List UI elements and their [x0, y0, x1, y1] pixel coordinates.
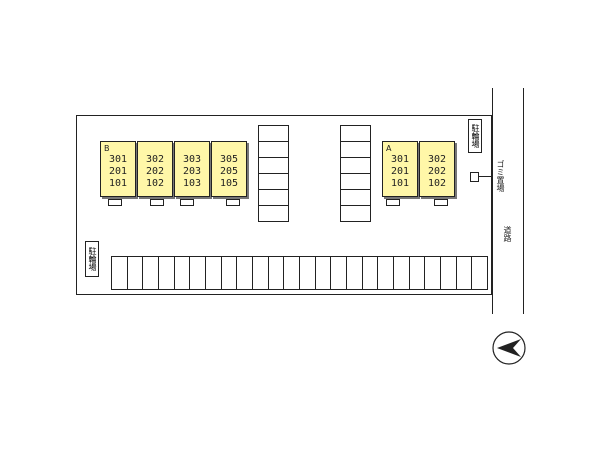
parking-space [455, 256, 473, 290]
parking-space [330, 256, 347, 290]
bike-parking-left: 駐輪場 [85, 241, 99, 277]
parking-space [340, 157, 371, 174]
parking-space [258, 141, 289, 158]
parking-space [236, 256, 253, 290]
entrance-porch [180, 199, 194, 206]
parking-space [205, 256, 222, 290]
garbage-label: ゴミ置場 [496, 160, 505, 192]
room-number: 101 [390, 178, 410, 189]
parking-space [314, 256, 332, 290]
parking-space [408, 256, 426, 290]
unit-numbers: 301 201 101 [383, 154, 417, 190]
room-number: 201 [108, 166, 128, 177]
garbage-connector [479, 176, 492, 177]
parking-space [377, 256, 394, 290]
room-number: 105 [219, 178, 239, 189]
parking-space [173, 256, 191, 290]
parking-column-2 [340, 125, 371, 222]
room-number: 103 [182, 178, 202, 189]
room-number: 201 [390, 166, 410, 177]
room-number: 305 [219, 154, 239, 165]
room-number: 203 [182, 166, 202, 177]
road-label: 道路 [503, 226, 512, 242]
unit-numbers: 301 201 101 [101, 154, 135, 190]
north-compass-icon [492, 331, 526, 365]
room-number: 303 [182, 154, 202, 165]
parking-space [189, 256, 206, 290]
room-number: 101 [108, 178, 128, 189]
parking-space [252, 256, 269, 290]
parking-space [299, 256, 316, 290]
building-b: B 301 201 101 302 202 102 303 203 103 30… [100, 141, 250, 211]
parking-space [440, 256, 457, 290]
parking-space [142, 256, 159, 290]
parking-space [283, 256, 300, 290]
unit-b-3[interactable]: 303 203 103 [174, 141, 210, 197]
parking-space [424, 256, 441, 290]
parking-space [126, 256, 144, 290]
entrance-porch [434, 199, 448, 206]
entrance-porch [386, 199, 400, 206]
parking-space [111, 256, 128, 290]
room-number: 102 [427, 178, 447, 189]
room-number: 301 [390, 154, 410, 165]
parking-space [267, 256, 285, 290]
building-b-letter: B [104, 144, 110, 153]
parking-space [340, 173, 371, 190]
road-edge-left [492, 88, 493, 314]
parking-space [346, 256, 363, 290]
parking-space [258, 157, 289, 174]
parking-space [258, 125, 289, 142]
parking-space [340, 189, 371, 206]
unit-numbers: 305 205 105 [212, 154, 246, 190]
parking-space [340, 125, 371, 142]
room-number: 202 [145, 166, 165, 177]
parking-space [158, 256, 175, 290]
garbage-box [470, 172, 479, 182]
parking-space [340, 205, 371, 222]
unit-numbers: 302 202 102 [420, 154, 454, 190]
parking-space [220, 256, 238, 290]
unit-numbers: 303 203 103 [175, 154, 209, 190]
parking-space [258, 205, 289, 222]
parking-space [258, 173, 289, 190]
room-number: 301 [108, 154, 128, 165]
unit-b-1[interactable]: B 301 201 101 [100, 141, 136, 197]
entrance-porch [150, 199, 164, 206]
unit-a-1[interactable]: A 301 201 101 [382, 141, 418, 197]
room-number: 202 [427, 166, 447, 177]
unit-b-2[interactable]: 302 202 102 [137, 141, 173, 197]
building-a: A 301 201 101 302 202 102 [382, 141, 462, 211]
parking-space [361, 256, 379, 290]
room-number: 302 [427, 154, 447, 165]
building-a-letter: A [386, 144, 392, 153]
parking-column-1 [258, 125, 289, 222]
room-number: 302 [145, 154, 165, 165]
room-number: 102 [145, 178, 165, 189]
unit-numbers: 302 202 102 [138, 154, 172, 190]
unit-a-2[interactable]: 302 202 102 [419, 141, 455, 197]
parking-space [393, 256, 410, 290]
bike-parking-top: 駐輪場 [468, 119, 482, 153]
parking-space [258, 189, 289, 206]
entrance-porch [108, 199, 122, 206]
parking-space [471, 256, 488, 290]
parking-row [111, 256, 488, 290]
entrance-porch [226, 199, 240, 206]
road-edge-right [523, 88, 524, 314]
room-number: 205 [219, 166, 239, 177]
parking-space [340, 141, 371, 158]
unit-b-4[interactable]: 305 205 105 [211, 141, 247, 197]
